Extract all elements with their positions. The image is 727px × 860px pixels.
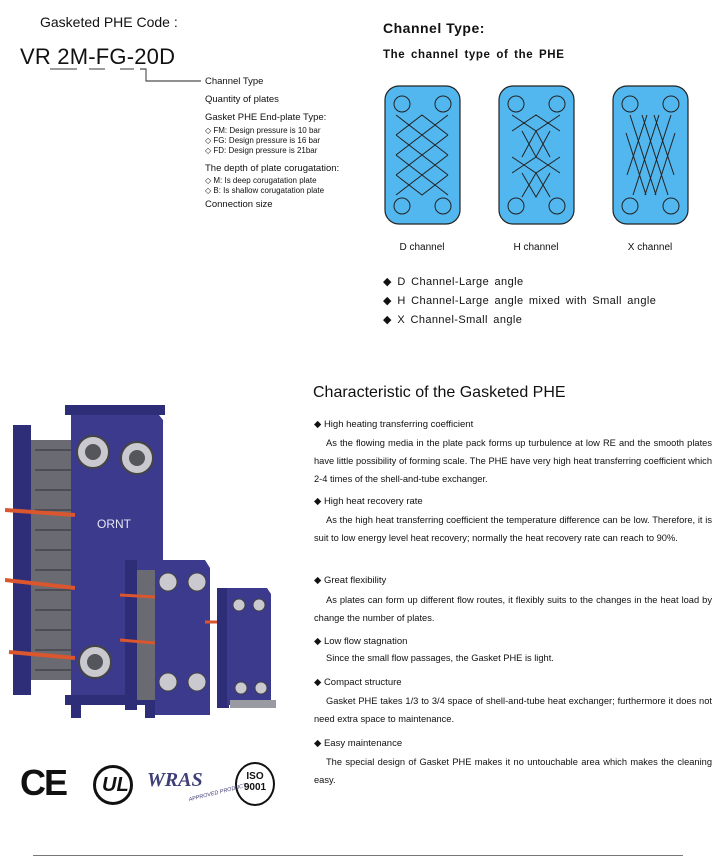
x-channel-caption: X channel: [627, 242, 673, 253]
bottom-divider: [33, 855, 683, 856]
wras-logo: WRAS: [147, 769, 203, 791]
small-phe-unit: [217, 588, 276, 708]
bullet-h-channel: ◆ H Channel-Large angle mixed with Small…: [383, 295, 657, 307]
label-depth: The depth of plate corugatation:: [205, 163, 340, 174]
bullet-d-channel: ◆ D Channel-Large angle: [383, 276, 524, 288]
code-leader-lines: [50, 68, 201, 82]
iso-9001-seal-icon: ISO 9001: [235, 762, 275, 806]
item-2-text: As the high heat transferring coefficien…: [314, 515, 712, 543]
code-heading: Gasketed PHE Code :: [40, 14, 178, 30]
channel-subheading: The channel type of the PHE: [383, 49, 565, 61]
label-endplate: Gasket PHE End-plate Type:: [205, 112, 327, 123]
iso-seal-number: 9001: [243, 782, 267, 793]
item-4-text: Since the small flow passages, the Gaske…: [326, 653, 554, 663]
x-channel-plate: [612, 85, 689, 225]
ul-mark-text: UL: [102, 774, 129, 796]
iso-seal-text: ISO: [246, 771, 264, 782]
label-b: ◇ B: Is shallow corugatation plate: [205, 186, 325, 195]
ce-mark-icon: CE: [20, 762, 68, 803]
item-2-title: ◆ High heat recovery rate: [314, 496, 423, 507]
item-6-text: The special design of Gasket PHE makes i…: [314, 757, 712, 785]
label-fm: ◇ FM: Design pressure is 10 bar: [205, 126, 321, 135]
channel-heading: Channel Type:: [383, 20, 485, 36]
item-6-title: ◆ Easy maintenance: [314, 738, 403, 749]
d-channel-plate: [384, 85, 461, 225]
d-channel-caption: D channel: [399, 242, 445, 253]
label-quantity: Quantity of plates: [205, 94, 279, 105]
item-1-title: ◆ High heating transferring coefficient: [314, 419, 474, 430]
brand-logo: ORNT: [97, 517, 132, 531]
item-5-text: Gasket PHE takes 1/3 to 3/4 space of she…: [314, 696, 712, 724]
label-connection: Connection size: [205, 199, 273, 210]
bullet-x-channel: ◆ X Channel-Small angle: [383, 314, 523, 326]
label-channel-type: Channel Type: [205, 76, 264, 87]
item-1-text: As the flowing media in the plate pack f…: [314, 438, 712, 484]
item-3-title: ◆ Great flexibility: [314, 575, 387, 586]
item-4-title: ◆ Low flow stagnation: [314, 636, 408, 647]
characteristic-heading: Characteristic of the Gasketed PHE: [313, 384, 566, 401]
h-channel-caption: H channel: [513, 242, 559, 253]
h-channel-plate: [498, 85, 575, 225]
code-text: VR 2M-FG-20D: [20, 44, 176, 69]
item-3-text: As plates can form up different flow rou…: [314, 595, 712, 623]
label-m: ◇ M: Is deep corugatation plate: [205, 176, 317, 185]
label-fg: ◇ FG: Design pressure is 16 bar: [205, 136, 321, 145]
label-fd: ◇ FD: Design pressure is 21bar: [205, 146, 318, 155]
item-5-title: ◆ Compact structure: [314, 677, 402, 688]
ul-mark-icon: UL: [93, 765, 133, 805]
medium-phe-unit: [119, 560, 227, 715]
phe-product-photo: ORNT: [5, 405, 276, 718]
